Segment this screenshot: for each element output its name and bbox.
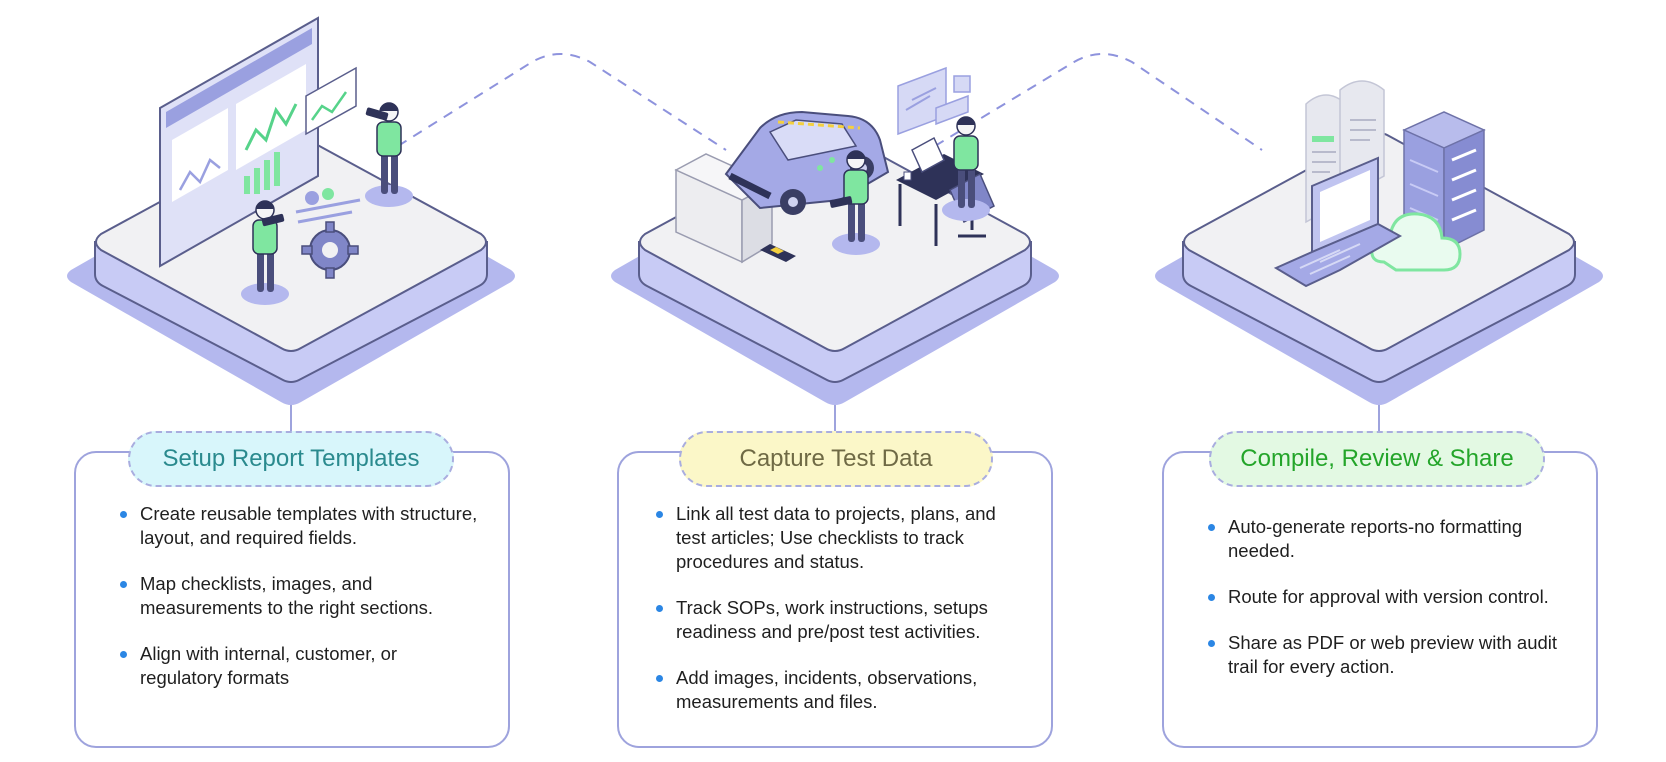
connector-2-3 [934, 53, 1263, 151]
list-item: Route for approval with version control. [1208, 585, 1578, 609]
bullet-dot-icon [1208, 594, 1215, 601]
laptop-icon [1273, 156, 1403, 288]
step-card-3 [1162, 451, 1598, 748]
bullet-text: Map checklists, images, and measurements… [140, 573, 434, 618]
bullet-text: Share as PDF or web preview with audit t… [1228, 632, 1558, 677]
list-item: Auto-generate reports-no formatting need… [1208, 515, 1578, 563]
list-item: Create reusable templates with structure… [120, 502, 480, 550]
bullet-dot-icon [656, 675, 663, 682]
step-2-title: Capture Test Data [679, 431, 993, 487]
bullet-text: Link all test data to projects, plans, a… [676, 503, 996, 572]
step-3-bullets: Auto-generate reports-no formatting need… [1208, 515, 1578, 701]
gear-icon [301, 221, 359, 279]
list-item: Add images, incidents, observations, mea… [656, 666, 1026, 714]
tablet-icon [365, 107, 389, 121]
bullet-dot-icon [120, 511, 127, 518]
bullet-text: Create reusable templates with structure… [140, 503, 478, 548]
list-item: Share as PDF or web preview with audit t… [1208, 631, 1578, 679]
bullet-text: Add images, incidents, observations, mea… [676, 667, 978, 712]
bullet-dot-icon [1208, 524, 1215, 531]
person-icon [364, 102, 414, 208]
bullet-dot-icon [120, 651, 127, 658]
list-item: Map checklists, images, and measurements… [120, 572, 480, 620]
bullet-text: Route for approval with version control. [1228, 586, 1549, 607]
chart-cards [295, 188, 361, 224]
bullet-dot-icon [656, 605, 663, 612]
bullet-text: Track SOPs, work instructions, setups re… [676, 597, 988, 642]
list-item: Link all test data to projects, plans, a… [656, 502, 1026, 574]
dashboard-screen-icon [159, 16, 357, 268]
step-1-bullets: Create reusable templates with structure… [120, 502, 480, 712]
step-3-title: Compile, Review & Share [1209, 431, 1545, 487]
step-2-bullets: Link all test data to projects, plans, a… [656, 502, 1026, 736]
bullet-dot-icon [1208, 640, 1215, 647]
bullet-dot-icon [120, 581, 127, 588]
step-card-2 [617, 451, 1053, 748]
list-item: Align with internal, customer, or regula… [120, 642, 480, 690]
tablet-icon [829, 196, 853, 208]
bullet-text: Auto-generate reports-no formatting need… [1228, 516, 1523, 561]
list-item: Track SOPs, work instructions, setups re… [656, 596, 1026, 644]
tablet-icon [261, 213, 285, 227]
bullet-dot-icon [656, 511, 663, 518]
connector-1-2 [397, 53, 727, 151]
bullet-text: Align with internal, customer, or regula… [140, 643, 398, 688]
step-1-title: Setup Report Templates [128, 431, 454, 487]
floating-panels [897, 66, 971, 136]
